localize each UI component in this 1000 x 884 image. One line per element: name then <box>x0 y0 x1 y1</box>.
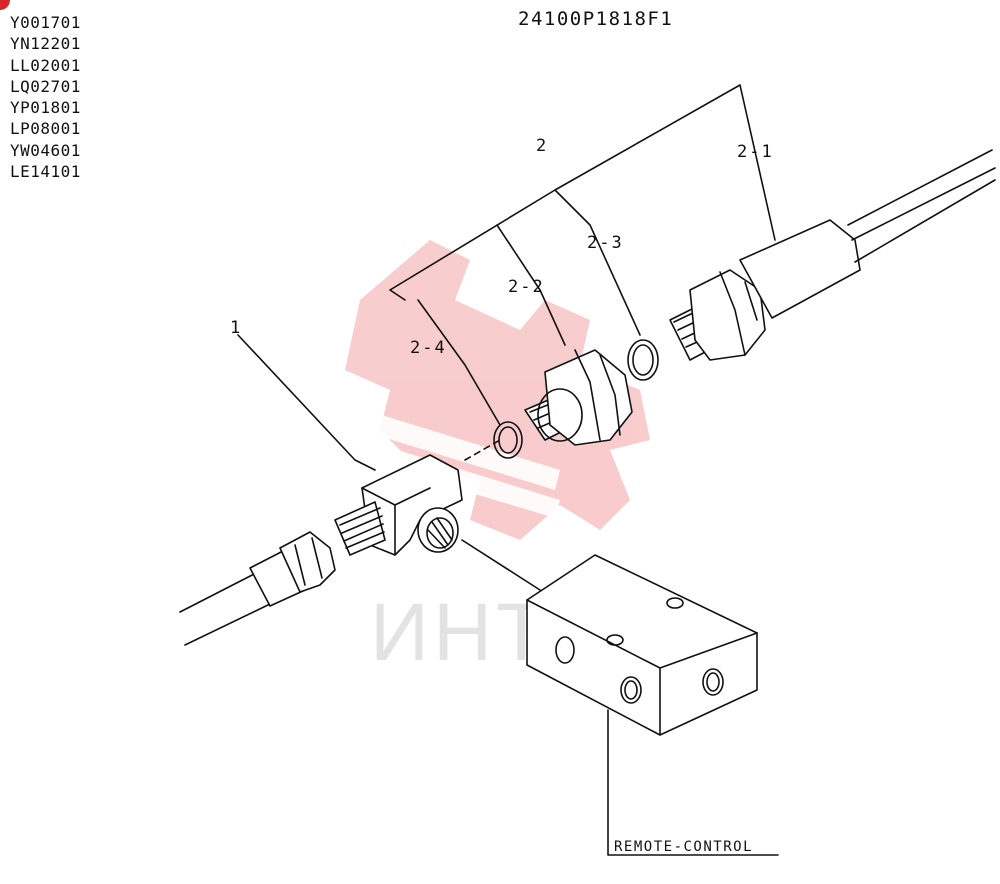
callout-2-4: 2-4 <box>410 338 447 358</box>
part-code: YN12201 <box>10 34 81 54</box>
callout-2-1: 2-1 <box>737 142 774 162</box>
leader-line-1 <box>237 334 376 471</box>
adapter-2-2 <box>524 349 633 446</box>
part-code: LL02001 <box>10 55 81 75</box>
tee-fitting <box>334 454 463 556</box>
diagram-number: 24100P1818F1 <box>518 8 674 30</box>
part-code: Y001701 <box>10 13 81 32</box>
callout-1: 1 <box>230 318 243 338</box>
part-code: LE14101 <box>10 162 81 182</box>
callout-2: 2 <box>536 136 549 156</box>
callout-2-2: 2-2 <box>508 277 545 297</box>
pressure-switch-2-1 <box>669 149 996 361</box>
part-code: LP08001 <box>10 119 81 139</box>
o-ring-2-3 <box>627 339 659 381</box>
o-ring-2-4 <box>493 421 523 459</box>
leader-line-remote <box>461 539 779 856</box>
part-code: YP01801 <box>10 98 81 118</box>
callout-remote-control: REMOTE-CONTROL <box>614 839 754 855</box>
hose-assembly <box>179 531 336 646</box>
remote-control-block <box>526 554 758 736</box>
corner-mark <box>0 0 10 10</box>
part-code: LQ02701 <box>10 76 81 96</box>
part-code-list: Y001701 YN12201 LL02001 LQ02701 YP01801 … <box>10 12 81 182</box>
part-code: YW04601 <box>10 140 81 160</box>
leader-bracket-2 <box>389 84 776 426</box>
callout-2-3: 2-3 <box>587 233 624 253</box>
